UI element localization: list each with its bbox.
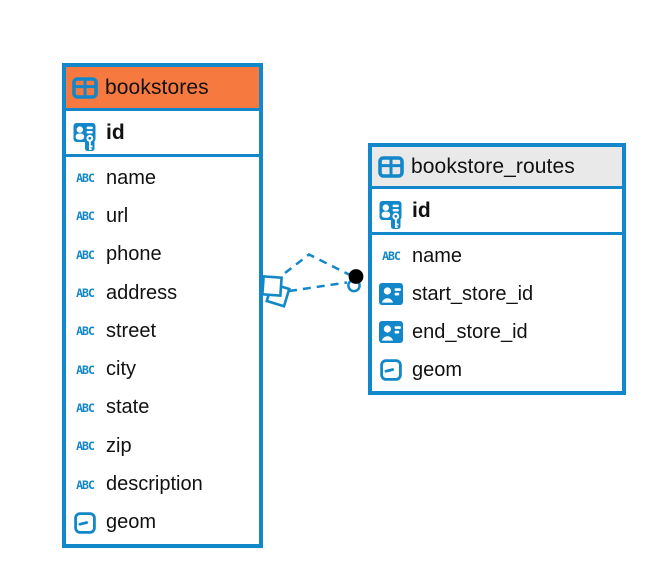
field-row-description[interactable]: ABC description [66, 465, 259, 503]
field-name: city [106, 358, 136, 381]
text-type-icon: ABC [76, 400, 95, 415]
text-type-icon: ABC [76, 286, 95, 301]
field-name: phone [106, 243, 162, 266]
relationship-endpoint-dots[interactable] [347, 269, 364, 293]
field-row-url[interactable]: ABC url [66, 197, 259, 235]
table-header-bookstore-routes[interactable]: bookstore_routes [372, 147, 622, 189]
text-type-icon: ABC [76, 209, 95, 224]
pk-row-bookstores-id[interactable]: id [66, 111, 259, 157]
field-name: end_store_id [412, 320, 528, 343]
pk-row-bookstore-routes-id[interactable]: id [372, 189, 622, 235]
text-type-icon: ABC [76, 324, 95, 339]
text-type-icon: ABC [76, 247, 95, 262]
field-name: description [106, 473, 203, 496]
table-icon [378, 155, 404, 178]
relationship-line-1[interactable] [284, 253, 351, 277]
table-node-bookstores[interactable]: bookstores id ABC name ABC url ABC phone… [62, 63, 263, 548]
field-name: start_store_id [412, 282, 534, 305]
field-name: name [412, 244, 463, 267]
text-type-icon: ABC [76, 477, 95, 492]
field-row-street[interactable]: ABC street [66, 312, 259, 350]
field-row-geom[interactable]: geom [66, 504, 259, 542]
field-name: address [106, 281, 178, 304]
field-name: zip [106, 434, 132, 457]
field-row-geom[interactable]: geom [372, 351, 622, 389]
field-row-address[interactable]: ABC address [66, 274, 259, 312]
field-name: state [106, 396, 150, 419]
pk-label: id [106, 120, 125, 144]
field-row-phone[interactable]: ABC phone [66, 236, 259, 274]
table-title: bookstore_routes [411, 154, 575, 178]
relationship-line-2[interactable] [288, 281, 348, 293]
table-title: bookstores [105, 75, 209, 99]
field-name: geom [106, 511, 157, 534]
table-header-bookstores[interactable]: bookstores [66, 67, 259, 111]
text-type-icon: ABC [76, 171, 95, 186]
relationship-anchor-diamonds[interactable] [261, 275, 291, 308]
field-row-name[interactable]: ABC name [372, 237, 622, 275]
field-row-end_store_id[interactable]: end_store_id [372, 313, 622, 351]
text-type-icon: ABC [382, 249, 401, 263]
pk-label: id [412, 198, 431, 222]
primary-key-icon [72, 118, 98, 151]
table-icon [72, 76, 98, 99]
field-row-start_store_id[interactable]: start_store_id [372, 275, 622, 313]
field-row-state[interactable]: ABC state [66, 389, 259, 427]
geometry-type-icon [378, 359, 404, 381]
foreign-key-ref-icon [378, 283, 404, 305]
field-row-zip[interactable]: ABC zip [66, 427, 259, 465]
field-name: url [106, 204, 129, 227]
field-name: street [106, 319, 157, 342]
primary-key-icon [378, 196, 404, 229]
foreign-key-ref-icon [378, 321, 404, 343]
field-name: name [106, 166, 157, 189]
field-list-bookstores: ABC name ABC url ABC phone ABC address A… [66, 157, 259, 544]
field-row-name[interactable]: ABC name [66, 159, 259, 197]
geometry-type-icon [72, 512, 98, 534]
table-node-bookstore-routes[interactable]: bookstore_routes id ABC name [368, 143, 626, 395]
field-row-city[interactable]: ABC city [66, 350, 259, 388]
field-list-bookstore-routes: ABC name start_store_id end_store_id geo… [372, 235, 622, 391]
field-name: geom [412, 358, 463, 381]
text-type-icon: ABC [76, 439, 95, 454]
text-type-icon: ABC [76, 362, 95, 377]
